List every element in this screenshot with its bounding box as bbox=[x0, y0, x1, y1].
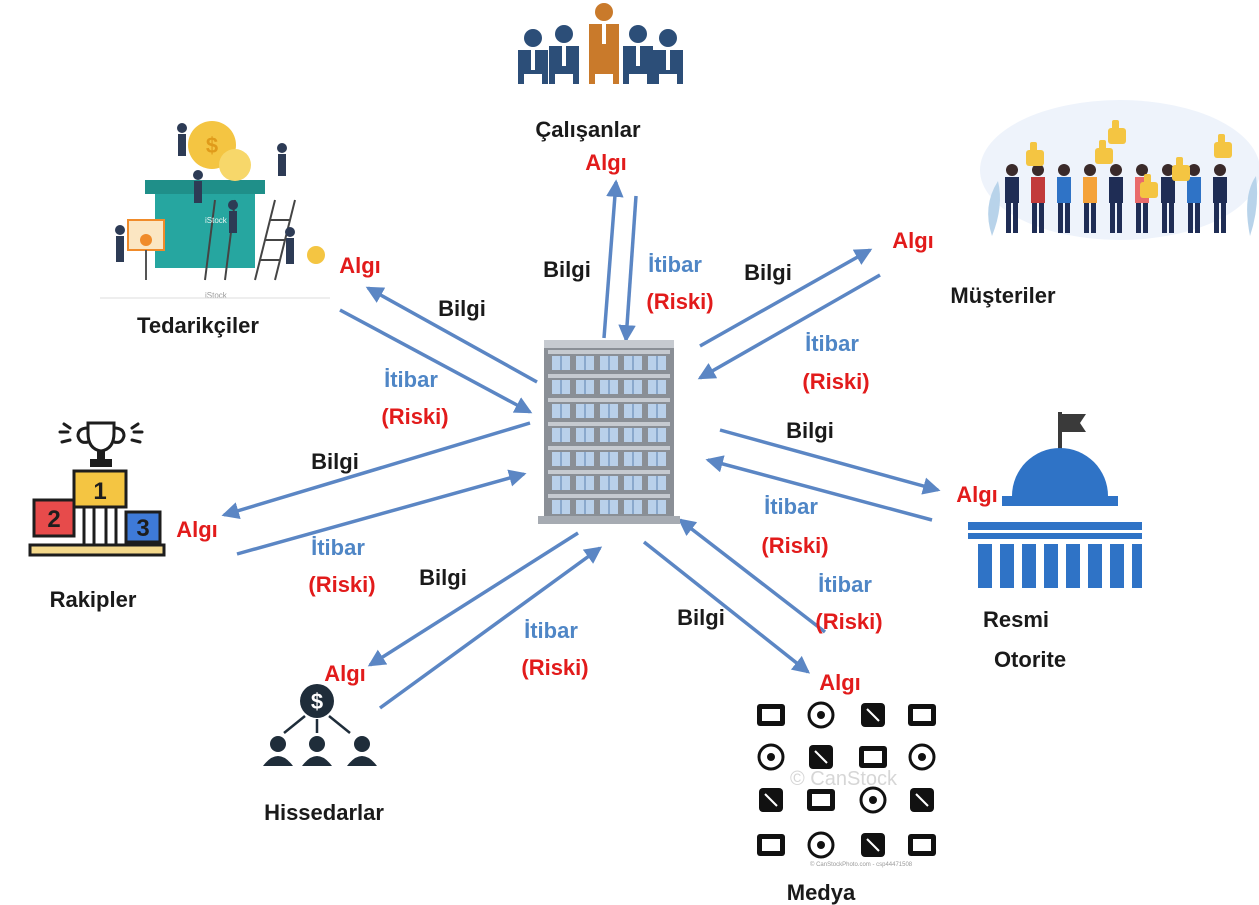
algi-label-rakipler: Algı bbox=[176, 517, 218, 542]
shareholders-dollar-network-icon: $ bbox=[263, 684, 377, 766]
itibar-label-resmi-otorite: İtibar bbox=[764, 494, 818, 519]
dollar-icon: $ bbox=[311, 689, 323, 714]
arrow-musteriler-in bbox=[697, 273, 881, 380]
itibar-label-medya: İtibar bbox=[818, 572, 872, 597]
stakeholder-musteriler: Müşteriler bbox=[950, 283, 1056, 308]
riski-label-tedarikciler: (Riski) bbox=[381, 404, 448, 429]
algi-label-hissedarlar: Algı bbox=[324, 661, 366, 686]
arrow-musteriler-out bbox=[699, 248, 873, 348]
arrow-medya-in bbox=[677, 518, 827, 634]
supplier-workers-illustration: $ iStock iStock bbox=[100, 121, 330, 300]
trophy-podium-icon: 1 2 3 bbox=[28, 421, 166, 557]
bilgi-label-resmi-otorite: Bilgi bbox=[786, 418, 834, 443]
riski-label-medya: (Riski) bbox=[815, 609, 882, 634]
arrow-rakipler-in bbox=[236, 469, 527, 556]
itibar-label-calisanlar: İtibar bbox=[648, 252, 702, 277]
riski-label-calisanlar: (Riski) bbox=[646, 289, 713, 314]
canstock-credit: © CanStockPhoto.com - csp44471508 bbox=[810, 861, 913, 868]
arrow-tedarikciler-in bbox=[339, 308, 533, 414]
bilgi-label-musteriler: Bilgi bbox=[744, 260, 792, 285]
government-building-flag-icon bbox=[968, 412, 1142, 588]
istock-watermark-2: iStock bbox=[205, 291, 228, 300]
canstock-watermark: © CanStock bbox=[790, 768, 898, 790]
stakeholder-calisanlar: Çalışanlar bbox=[535, 117, 641, 142]
bilgi-label-medya: Bilgi bbox=[677, 605, 725, 630]
arrows-group bbox=[221, 179, 941, 710]
arrow-tedarikciler-out bbox=[365, 286, 538, 384]
arrow-calisanlar-in bbox=[618, 195, 638, 343]
arrow-rakipler-out bbox=[221, 421, 531, 520]
podium-third-label: 3 bbox=[136, 515, 149, 542]
bilgi-label-calisanlar: Bilgi bbox=[543, 257, 591, 282]
podium-second-label: 2 bbox=[47, 506, 60, 533]
riski-label-hissedarlar: (Riski) bbox=[521, 655, 588, 680]
stakeholder-hissedarlar: Hissedarlar bbox=[264, 800, 384, 825]
riski-label-rakipler: (Riski) bbox=[308, 572, 375, 597]
itibar-label-rakipler: İtibar bbox=[311, 535, 365, 560]
stakeholder-otorite: Otorite bbox=[994, 647, 1066, 672]
arrow-hissedarlar-in bbox=[378, 546, 603, 710]
stakeholder-tedarikciler: Tedarikçiler bbox=[137, 313, 259, 338]
algi-label-calisanlar: Algı bbox=[585, 150, 627, 175]
arrow-resmi-otorite-out bbox=[719, 428, 941, 495]
istock-watermark: iStock bbox=[205, 216, 228, 225]
riski-label-musteriler: (Riski) bbox=[802, 369, 869, 394]
podium-first-label: 1 bbox=[93, 478, 106, 505]
bilgi-label-tedarikciler: Bilgi bbox=[438, 296, 486, 321]
coin-dollar-icon: $ bbox=[206, 133, 218, 158]
algi-label-resmi-otorite: Algı bbox=[956, 482, 998, 507]
stakeholder-resmi: Resmi bbox=[983, 607, 1049, 632]
algi-label-tedarikciler: Algı bbox=[339, 253, 381, 278]
arrow-hissedarlar-out bbox=[367, 531, 579, 667]
stakeholder-medya: Medya bbox=[787, 880, 856, 905]
stakeholder-rakipler: Rakipler bbox=[50, 587, 137, 612]
itibar-label-musteriler: İtibar bbox=[805, 331, 859, 356]
arrow-calisanlar-out bbox=[602, 179, 624, 339]
riski-label-resmi-otorite: (Riski) bbox=[761, 533, 828, 558]
bilgi-label-rakipler: Bilgi bbox=[311, 449, 359, 474]
algi-label-musteriler: Algı bbox=[892, 228, 934, 253]
office-building-icon bbox=[538, 340, 680, 524]
itibar-label-tedarikciler: İtibar bbox=[384, 367, 438, 392]
media-icons-grid bbox=[757, 701, 936, 859]
itibar-label-hissedarlar: İtibar bbox=[524, 618, 578, 643]
customers-thumbs-up-illustration bbox=[980, 100, 1259, 240]
arrow-medya-out bbox=[642, 540, 811, 674]
arrow-resmi-otorite-in bbox=[705, 455, 933, 522]
algi-label-medya: Algı bbox=[819, 670, 861, 695]
bilgi-label-hissedarlar: Bilgi bbox=[419, 565, 467, 590]
business-people-group-icon bbox=[518, 3, 683, 84]
